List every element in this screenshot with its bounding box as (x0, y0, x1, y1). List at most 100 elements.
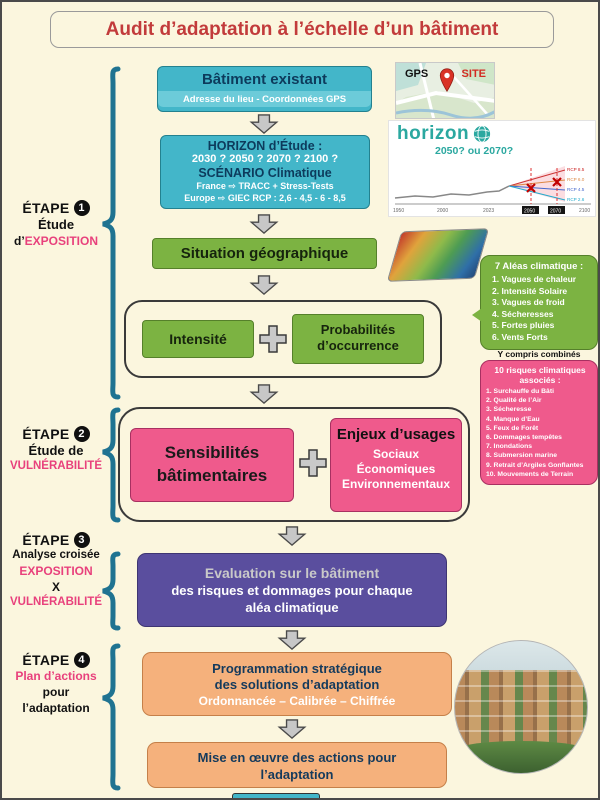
site-label: SITE (461, 68, 486, 80)
photo-facade (455, 670, 587, 747)
aleas-climatiques-panel: 7 Aléas climatique : 1. Vagues de chaleu… (472, 255, 598, 350)
alea-item: 4. Sécheresses (492, 308, 554, 319)
probabilites-box: Probabilités d’occurrence (292, 314, 424, 364)
risque-item: 9. Retrait d’Argiles Gonflantes (486, 461, 584, 469)
enjeux-line-3: Environnementaux (341, 477, 451, 491)
photo-plants (455, 741, 587, 773)
horizon-question-text: 2050? ou 2070? (435, 145, 514, 157)
batiment-existant-subtitle: Adresse du lieu - Coordonnées GPS (158, 91, 371, 107)
risques-list: 1. Surchauffe du Bâti 2. Qualité de l’Ai… (486, 387, 594, 479)
year-1950-label: 1950 (393, 208, 404, 214)
situation-geographique-title: Situation géographique (180, 245, 349, 262)
gps-site-map-image: GPS SITE (395, 62, 495, 119)
enjeux-line-2: Économiques (356, 462, 436, 476)
risque-item: 4. Manque d’Eau (486, 415, 540, 423)
horizon-title: HORIZON d’Étude : (207, 139, 323, 153)
step-3-label: ÉTAPE 3 Analyse croisée EXPOSITION X VUL… (6, 532, 106, 610)
brace-step-3-icon (102, 551, 121, 631)
step-1-line-1: Étude (37, 217, 75, 232)
aleas-combines-label: Y compris combinés (497, 349, 581, 359)
step-4-number-badge: 4 (73, 652, 90, 668)
batiment-existant-box: Bâtiment existant Adresse du lieu - Coor… (157, 66, 372, 112)
down-arrow-icon (277, 526, 307, 546)
situation-geographique-box: Situation géographique (152, 238, 377, 269)
step-4-line-3: l’adaptation (22, 701, 90, 715)
step-2-etape-text: ÉTAPE (22, 426, 70, 442)
step-2-number-badge: 2 (73, 426, 90, 442)
aleas-title: 7 Aléas climatique : (494, 261, 584, 272)
year-2050-label: 2050 (524, 209, 535, 215)
mise-en-oeuvre-line-2: l’adaptation (260, 767, 334, 782)
enjeux-line-1: Sociaux (372, 447, 420, 461)
risque-item: 1. Surchauffe du Bâti (486, 388, 554, 395)
x-mark-2070-icon (552, 177, 562, 187)
page-title-text: Audit d’adaptation à l’échelle d’un bâti… (105, 18, 499, 40)
evaluation-line-2: des risques et dommages pour chaque (171, 583, 413, 598)
next-box-partial (232, 793, 320, 798)
enjeux-title: Enjeux d’usages (336, 426, 456, 443)
step-3-line-1: Analyse croisée (12, 549, 100, 561)
risques-title: 10 risques climatiques associés : (494, 365, 586, 385)
step-3-etape-text: ÉTAPE (22, 532, 70, 548)
rcp-26-label: RCP 2.6 (567, 197, 585, 202)
page-title: Audit d’adaptation à l’échelle d’un bâti… (50, 11, 554, 48)
mise-en-oeuvre-box: Mise en œuvre des actions pour l’adaptat… (147, 742, 447, 788)
risque-item: 5. Feux de Forêt (486, 424, 539, 432)
step-2-heading: ÉTAPE 2 (8, 426, 104, 442)
evaluation-box: Evaluation sur le bâtiment des risques e… (137, 553, 447, 627)
risques-climatiques-panel: 10 risques climatiques associés : 1. Sur… (480, 360, 598, 486)
plus-icon (259, 325, 287, 353)
risque-item: 6. Dommages tempêtes (486, 434, 562, 442)
scenario-france: France ⇨ TRACC + Stress-Tests (196, 181, 334, 191)
step-3-heading: ÉTAPE 3 (6, 532, 106, 548)
scenario-title: SCÉNARIO Climatique (198, 166, 332, 180)
risque-item: 3. Sécheresse (486, 406, 532, 414)
risque-item: 2. Qualité de l’Air (486, 397, 542, 405)
horizon-brand-row: horizon (397, 123, 491, 145)
gps-label: GPS (405, 68, 429, 80)
horizon-brand-text: horizon (397, 123, 470, 144)
step-2-line-2: VULNÉRABILITÉ (10, 460, 102, 472)
probabilites-line-1: Probabilités (320, 322, 396, 337)
intensite-label: Intensité (169, 331, 227, 347)
down-arrow-icon (249, 384, 279, 404)
year-2100-label: 2100 (579, 208, 590, 214)
intensite-box: Intensité (142, 320, 254, 358)
year-2023-label: 2023 (483, 208, 494, 214)
building-photo-image (454, 640, 588, 774)
evaluation-line-1: Evaluation sur le bâtiment (204, 565, 380, 581)
programmation-box: Programmation stratégique des solutions … (142, 652, 452, 716)
step-3-line-4: VULNÉRABILITÉ (10, 596, 102, 608)
down-arrow-icon (277, 719, 307, 739)
alea-item: 1. Vagues de chaleur (492, 274, 577, 284)
risque-item: 10. Mouvements de Terrain (486, 470, 574, 478)
programmation-line-1: Programmation stratégique (212, 661, 382, 676)
down-arrow-icon (249, 275, 279, 295)
horizon-chart-image: horizon 2050? ou 2070? RCP 8.5 (388, 120, 596, 217)
programmation-line-3: Ordonnancée – Calibrée – Chiffrée (198, 694, 396, 708)
horizon-years: 2030 ? 2050 ? 2070 ? 2100 ? (191, 153, 339, 165)
step-4-label: ÉTAPE 4 Plan d’actions pour l’adaptation (8, 652, 104, 716)
down-arrow-icon (277, 630, 307, 650)
step-4-heading: ÉTAPE 4 (8, 652, 104, 668)
photo-balconies (455, 670, 587, 747)
globe-icon (474, 125, 491, 143)
topographic-map-image (386, 228, 490, 282)
step-4-line-2: pour (42, 685, 70, 699)
scenario-europe: Europe ⇨ GIEC RCP : 2,6 - 4,5 - 6 - 8,5 (184, 193, 346, 203)
programmation-line-2: des solutions d’adaptation (214, 677, 380, 692)
sensibilites-line-2: bâtimentaires (156, 466, 268, 485)
alea-item: 2. Intensité Solaire (492, 285, 568, 296)
sensibilites-box: Sensibilités bâtimentaires (130, 428, 294, 502)
step-1-etape-text: ÉTAPE (22, 200, 70, 216)
rcp-85-label: RCP 8.5 (567, 167, 585, 172)
aleas-panel-tail (472, 308, 482, 322)
brace-step-2-icon (102, 407, 121, 523)
down-arrow-icon (249, 114, 279, 134)
brace-step-4-icon (102, 643, 121, 791)
alea-item: 6. Vents Forts (492, 331, 548, 342)
aleas-list: 1. Vagues de chaleur 2. Intensité Solair… (485, 274, 593, 343)
alea-item: 3. Vagues de froid (492, 297, 565, 307)
step-1-label: ÉTAPE 1 Étude d’EXPOSITION (8, 200, 104, 249)
